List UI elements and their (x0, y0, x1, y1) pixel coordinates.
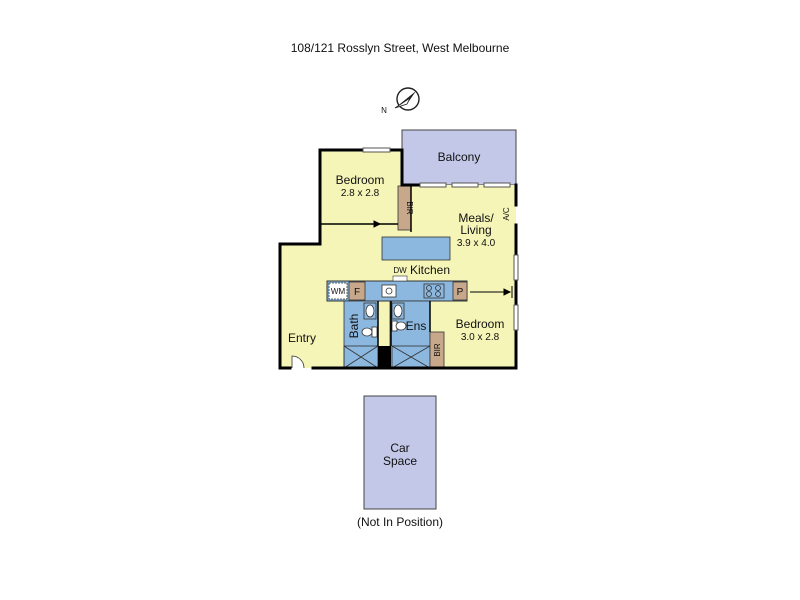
ac-label: A/C (502, 207, 511, 221)
entry-door-icon (291, 355, 305, 369)
meals-size: 3.9 x 4.0 (457, 238, 496, 249)
sink-icon (381, 284, 397, 298)
bedroom2-name: Bedroom (456, 317, 505, 331)
washing-machine-label: WM (331, 287, 346, 296)
bir-bedroom1-label: BIR (405, 201, 414, 215)
duct-block (378, 346, 391, 368)
bedroom1-name: Bedroom (336, 173, 385, 187)
bedroom1-size: 2.8 x 2.8 (341, 188, 380, 199)
dishwasher-label: DW (393, 266, 407, 275)
kitchen-island (381, 236, 451, 261)
washing-machine (328, 282, 348, 300)
north-compass-icon (394, 87, 420, 111)
meals-label-line1: Meals/ (458, 211, 494, 225)
ensuite-basin-icon (391, 302, 405, 320)
pantry-label: P (457, 287, 464, 298)
meals-label-line2: Living (460, 223, 491, 237)
dishwasher (392, 275, 408, 282)
kitchen-label: Kitchen (410, 263, 450, 277)
ensuite-toilet-icon (391, 320, 407, 332)
bir-bedroom2-label: BIR (433, 343, 442, 357)
page-title: 108/121 Rosslyn Street, West Melbourne (291, 41, 510, 55)
pantry (452, 281, 468, 301)
walls (278, 148, 518, 370)
fridge-label: F (354, 287, 360, 298)
car-space-note: (Not In Position) (357, 515, 443, 529)
balcony-label: Balcony (438, 150, 481, 164)
bath-label: Bath (347, 314, 361, 339)
ensuite-label: Ens (406, 319, 427, 333)
bath-basin-icon (363, 302, 377, 320)
entry-label: Entry (288, 331, 316, 345)
cooktop-icon (423, 283, 445, 299)
door-arrows (340, 220, 513, 298)
bath-toilet-icon (361, 326, 378, 338)
compass-north-label: N (381, 106, 387, 115)
car-space (363, 395, 437, 510)
car-space-line1: Car (390, 441, 409, 455)
bedroom2-size: 3.0 x 2.8 (461, 332, 500, 343)
fridge (348, 281, 366, 301)
car-space-line2: Space (383, 454, 417, 468)
kitchen-bench (326, 280, 468, 302)
windows (362, 147, 519, 331)
